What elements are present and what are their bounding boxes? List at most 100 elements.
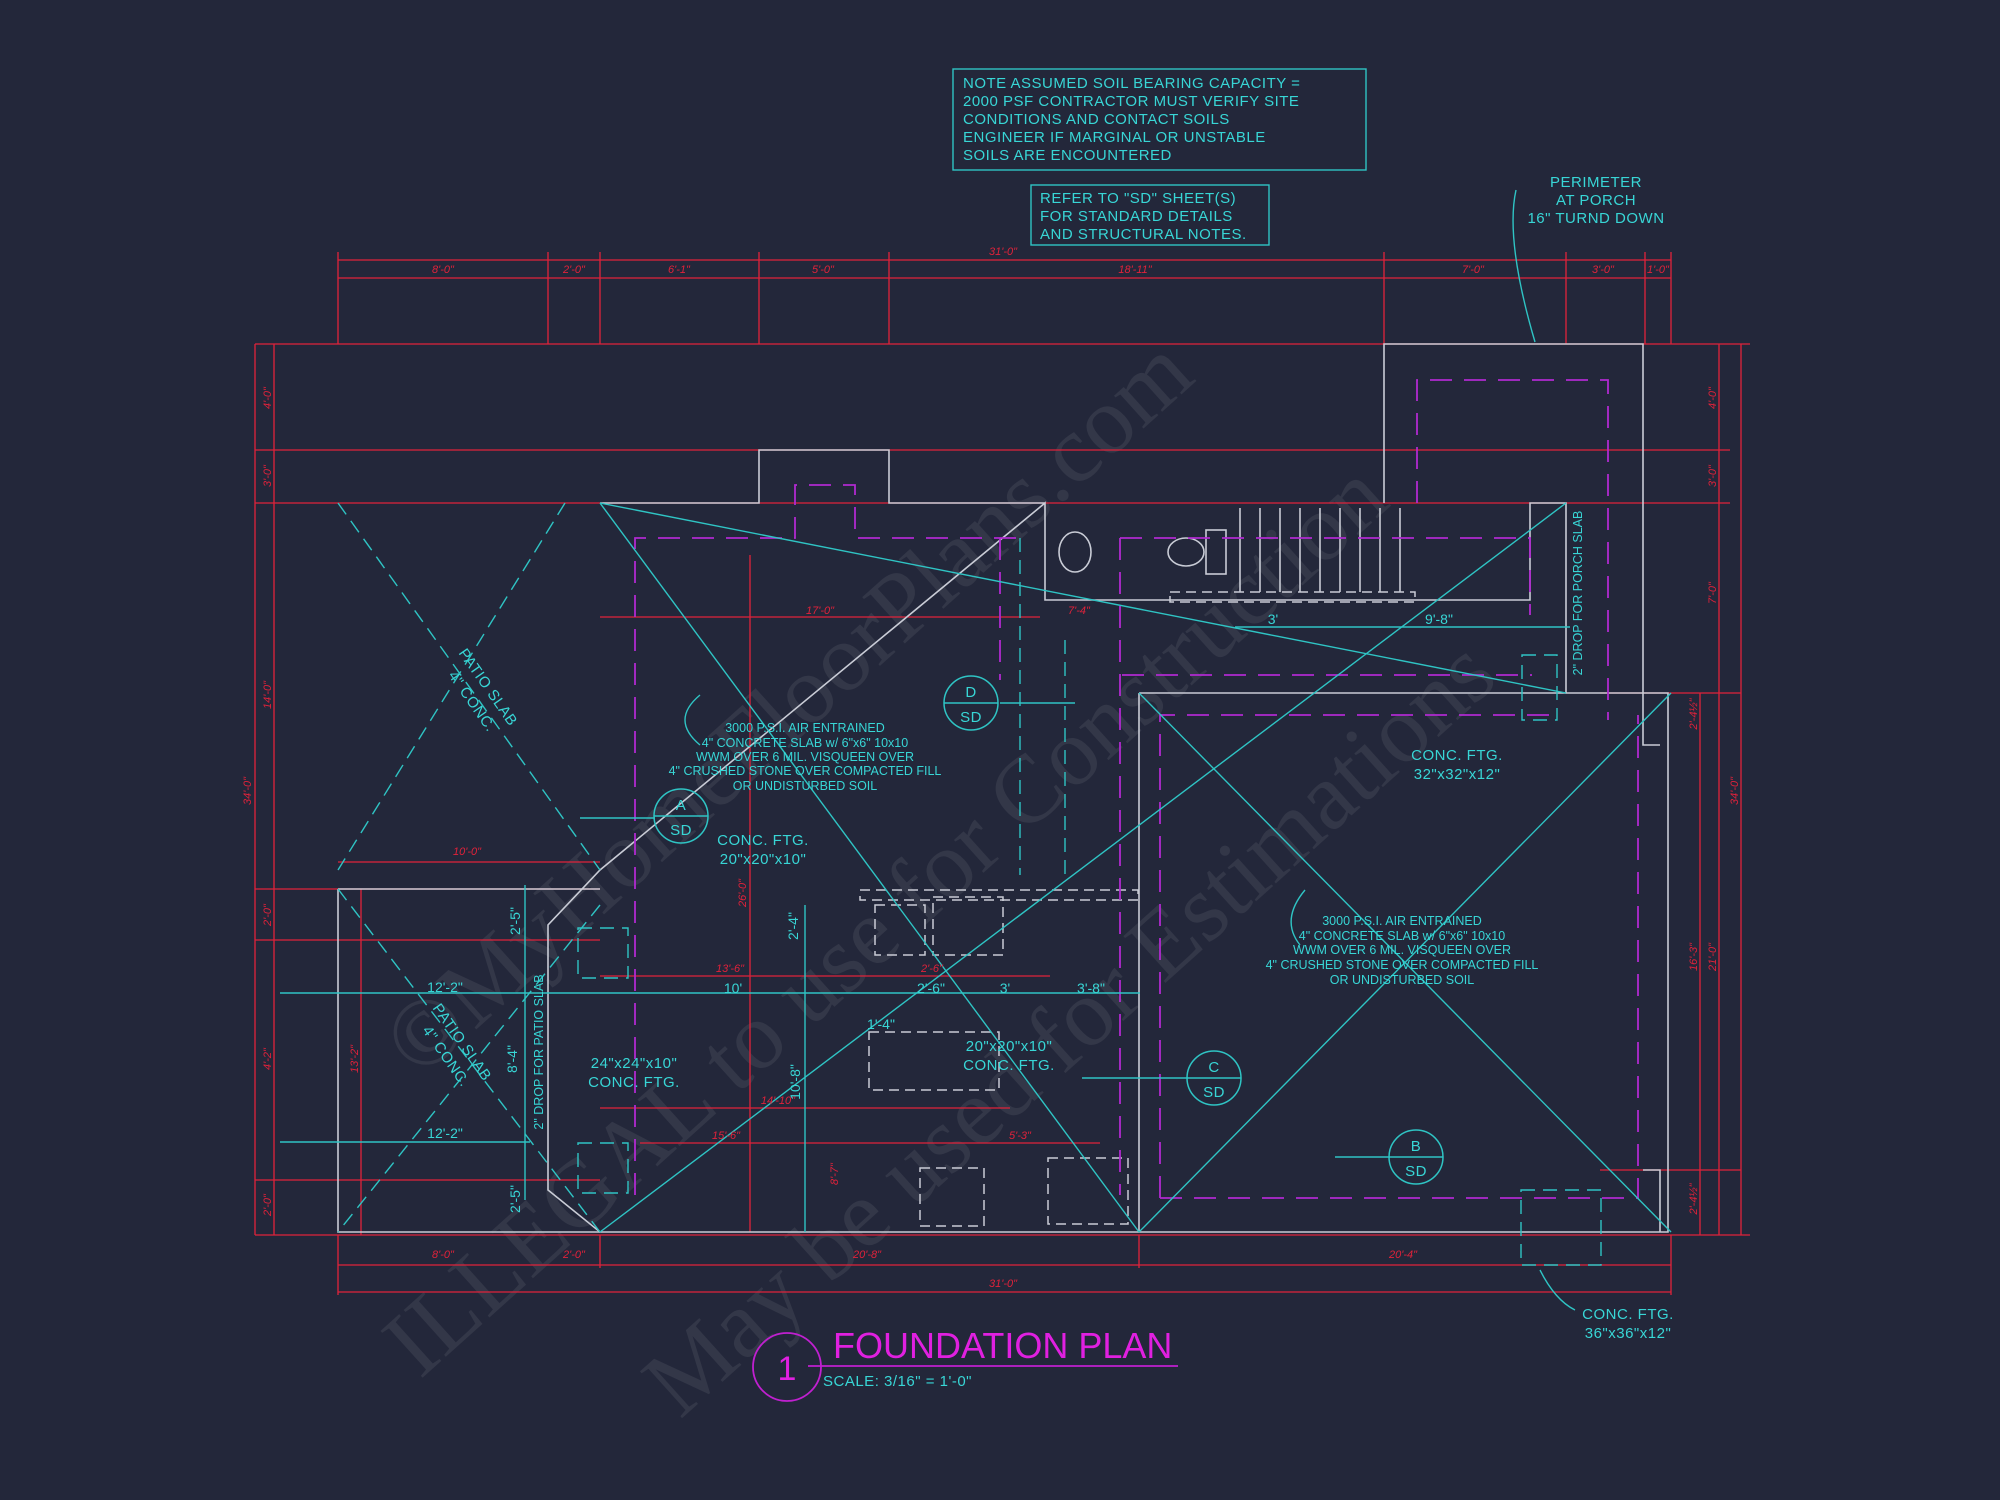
title-number-circle bbox=[752, 1332, 822, 1402]
svg-text:CONC. FTG.: CONC. FTG. bbox=[1582, 1306, 1674, 1323]
dimension-label: 7'-4" bbox=[1068, 605, 1091, 617]
svg-text:2000 PSF CONTRACTOR MUST VERIF: 2000 PSF CONTRACTOR MUST VERIFY SITE bbox=[963, 93, 1299, 110]
dimension-label: 4'-2" bbox=[262, 1047, 274, 1070]
dimension-label: 2'-5" bbox=[507, 907, 523, 935]
stairs-icon bbox=[1239, 508, 1401, 592]
slab-spec-left: 3000 P.S.I. AIR ENTRAINED 4" CONCRETE SL… bbox=[669, 721, 942, 793]
dimension-label: 6'-1" bbox=[668, 264, 691, 276]
sink-icon bbox=[1058, 531, 1092, 573]
dimension-label: 12'-2" bbox=[427, 1125, 463, 1141]
svg-text:PERIMETER: PERIMETER bbox=[1550, 174, 1642, 191]
section-letter: C bbox=[1208, 1059, 1219, 1076]
dimension-label: 2'-4" bbox=[785, 912, 801, 940]
svg-text:OR UNDISTURBED SOIL: OR UNDISTURBED SOIL bbox=[1330, 973, 1475, 987]
dimension-label: 10'-0" bbox=[453, 846, 482, 858]
svg-text:3000 P.S.I. AIR ENTRAINED: 3000 P.S.I. AIR ENTRAINED bbox=[1322, 914, 1482, 928]
svg-text:WWM OVER 6 MIL. VISQUEEN OVER: WWM OVER 6 MIL. VISQUEEN OVER bbox=[696, 750, 914, 764]
dimension-label: 34'-0" bbox=[1729, 776, 1741, 805]
dimension-label: 14'-10" bbox=[761, 1095, 796, 1107]
section-letter: A bbox=[676, 797, 687, 814]
dimension-label: 3'-0" bbox=[262, 464, 274, 487]
dimension-label: 21'-0" bbox=[1707, 942, 1719, 972]
dimension-label: 2'-6" bbox=[920, 963, 944, 975]
dimension-label: 4'-0" bbox=[1707, 386, 1719, 409]
svg-text:CONC. FTG.: CONC. FTG. bbox=[1411, 747, 1503, 764]
dimension-label: 4'-0" bbox=[262, 386, 274, 409]
dimension-label: 8'-0" bbox=[432, 1249, 455, 1261]
dimension-label: 34'-0" bbox=[242, 776, 254, 805]
dimension-label: 14'-0" bbox=[262, 680, 274, 709]
dimension-label: 3' bbox=[1268, 611, 1278, 627]
svg-text:20"x20"x10": 20"x20"x10" bbox=[966, 1038, 1053, 1055]
section-letter: D bbox=[965, 684, 976, 701]
dimension-label: 2'-4½" bbox=[1688, 1182, 1700, 1215]
svg-text:CONC. FTG.: CONC. FTG. bbox=[588, 1074, 680, 1091]
svg-text:31'-0": 31'-0" bbox=[989, 246, 1018, 258]
svg-text:2" DROP FOR PORCH SLAB: 2" DROP FOR PORCH SLAB bbox=[1571, 511, 1585, 676]
section-markers: D SD A SD C SD B SD bbox=[653, 675, 1444, 1185]
svg-text:32"x32"x12": 32"x32"x12" bbox=[1414, 766, 1501, 783]
svg-text:ENGINEER IF MARGINAL OR UNSTAB: ENGINEER IF MARGINAL OR UNSTABLE bbox=[963, 129, 1266, 146]
svg-text:REFER TO "SD" SHEET(S): REFER TO "SD" SHEET(S) bbox=[1040, 190, 1236, 207]
dimension-label: 26'-0" bbox=[737, 878, 749, 908]
dimension-label: 2'-4½" bbox=[1688, 697, 1700, 730]
dimension-label: 2'-0" bbox=[262, 1193, 274, 1217]
dimension-label: 5'-3" bbox=[1009, 1130, 1032, 1142]
slab-graphics bbox=[280, 189, 1672, 1311]
slab-spec-right: 3000 P.S.I. AIR ENTRAINED 4" CONCRETE SL… bbox=[1266, 914, 1539, 987]
svg-text:2" DROP FOR PATIO SLAB: 2" DROP FOR PATIO SLAB bbox=[532, 974, 546, 1129]
dimension-label: 10'-8" bbox=[787, 1064, 803, 1100]
svg-text:4" CRUSHED STONE OVER COMPACTE: 4" CRUSHED STONE OVER COMPACTED FILL bbox=[669, 764, 942, 778]
dimension-label: 8'-7" bbox=[829, 1162, 841, 1185]
dimension-label: 20'-4" bbox=[1388, 1249, 1418, 1261]
dimension-label: 8'-4" bbox=[504, 1045, 520, 1073]
svg-text:CONC. FTG.: CONC. FTG. bbox=[717, 832, 809, 849]
dimension-label: 2'-0" bbox=[562, 264, 586, 276]
dimension-label: 2'-0" bbox=[262, 903, 274, 927]
footing-labels: CONC. FTG. 20"x20"x10" 24"x24"x10" CONC.… bbox=[588, 747, 1674, 1342]
svg-text:20"x20"x10": 20"x20"x10" bbox=[720, 851, 807, 868]
dimension-label: 13'-6" bbox=[716, 963, 745, 975]
section-marker: D SD bbox=[943, 675, 999, 731]
svg-text:4" CONCRETE SLAB w/ 6"x6" 10x1: 4" CONCRETE SLAB w/ 6"x6" 10x10 bbox=[1299, 929, 1505, 943]
svg-text:24"x24"x10": 24"x24"x10" bbox=[591, 1055, 678, 1072]
dimension-label: 7'-0" bbox=[1462, 264, 1485, 276]
section-sheet: SD bbox=[670, 822, 692, 839]
section-sheet: SD bbox=[1203, 1084, 1225, 1101]
dimension-label: 1'-4" bbox=[867, 1016, 895, 1032]
dimension-label: 3'-0" bbox=[1707, 464, 1719, 487]
dimension-text: 31'-0" 8'-0"2'-0"6'-1"5'-0"18'-11"7'-0"3… bbox=[242, 246, 1741, 1290]
dimension-label: 2'-5" bbox=[507, 1185, 523, 1213]
section-sheet: SD bbox=[960, 709, 982, 726]
svg-text:OR UNDISTURBED SOIL: OR UNDISTURBED SOIL bbox=[733, 779, 878, 793]
dimension-label: 5'-0" bbox=[812, 264, 835, 276]
dimension-label: 20'-8" bbox=[852, 1249, 882, 1261]
dimension-label: 9'-8" bbox=[1425, 611, 1453, 627]
svg-text:16" TURND DOWN: 16" TURND DOWN bbox=[1527, 210, 1664, 227]
dimension-label: 16'-3" bbox=[1688, 942, 1700, 971]
soil-note: NOTE ASSUMED SOIL BEARING CAPACITY = 200… bbox=[952, 68, 1367, 171]
dimension-label: 13'-2" bbox=[349, 1044, 361, 1073]
svg-text:31'-0": 31'-0" bbox=[989, 1278, 1018, 1290]
toilet-icon bbox=[1167, 537, 1205, 567]
dimension-label: 3'-8" bbox=[1077, 980, 1105, 996]
slab-outline bbox=[337, 343, 1669, 1233]
dimension-label: 15'-6" bbox=[712, 1130, 741, 1142]
dimension-lines bbox=[254, 252, 1750, 1295]
section-sheet: SD bbox=[1405, 1163, 1427, 1180]
svg-text:AT PORCH: AT PORCH bbox=[1556, 192, 1636, 209]
svg-text:3000 P.S.I. AIR ENTRAINED: 3000 P.S.I. AIR ENTRAINED bbox=[725, 721, 885, 735]
svg-text:CONC. FTG.: CONC. FTG. bbox=[963, 1057, 1055, 1074]
title-number: 1 bbox=[778, 1350, 797, 1388]
svg-text:SOILS ARE ENCOUNTERED: SOILS ARE ENCOUNTERED bbox=[963, 147, 1172, 164]
title-scale: SCALE: 3/16" = 1'-0" bbox=[823, 1373, 972, 1390]
section-letter: B bbox=[1411, 1138, 1422, 1155]
refer-note: REFER TO "SD" SHEET(S) FOR STANDARD DETA… bbox=[1030, 184, 1270, 246]
perimeter-note: PERIMETER AT PORCH 16" TURND DOWN bbox=[1527, 174, 1664, 227]
watermark: ©MyHomeFloorPlans.com ILLEGAL to use for… bbox=[362, 316, 1514, 1436]
dimension-label: 8'-0" bbox=[432, 264, 455, 276]
dimension-label: 17'-0" bbox=[806, 605, 835, 617]
svg-text:FOR STANDARD DETAILS: FOR STANDARD DETAILS bbox=[1040, 208, 1233, 225]
svg-text:36"x36"x12": 36"x36"x12" bbox=[1585, 1325, 1672, 1342]
